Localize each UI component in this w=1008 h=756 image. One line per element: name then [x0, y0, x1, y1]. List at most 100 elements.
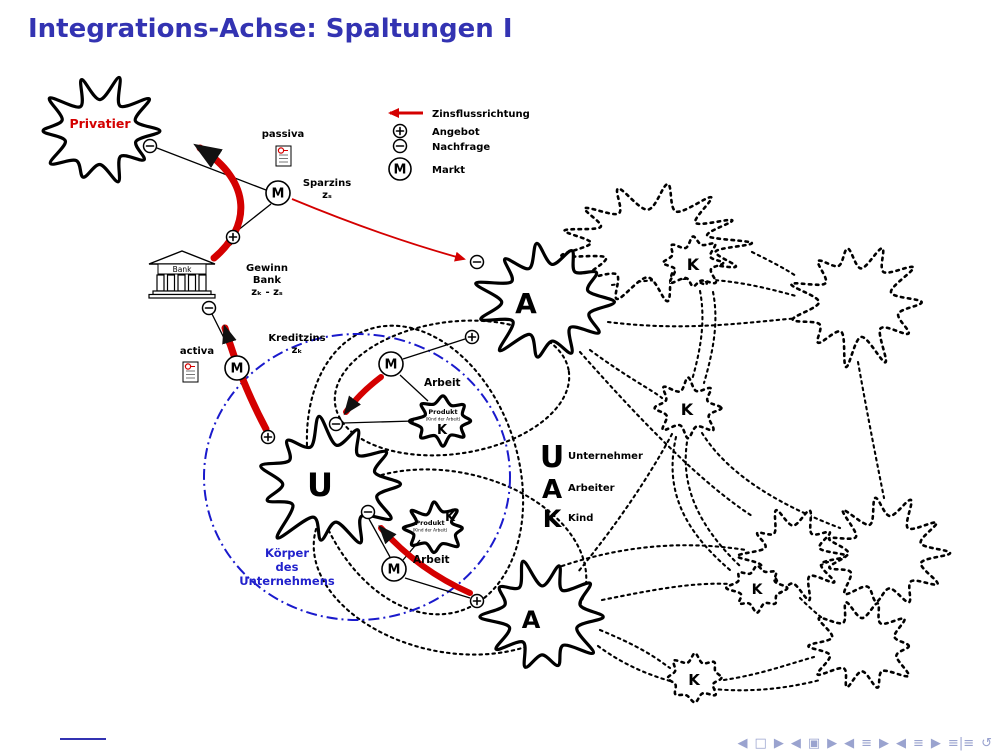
zinsfluss-label: Zinsflussrichtung	[432, 109, 530, 120]
nav-subsection-forward-icon[interactable]: ▶	[879, 736, 890, 751]
angebot-icon	[469, 593, 485, 609]
nav-return-icon[interactable]: ↺	[981, 736, 992, 751]
dotted-link	[610, 277, 798, 298]
zins-arrow-market-to-demand	[343, 374, 384, 416]
kind-letter: K	[752, 582, 764, 598]
dotted-link	[578, 350, 754, 518]
nav-subsection-back-icon[interactable]: ◀	[844, 736, 855, 751]
markt-circle-activa: M	[224, 355, 250, 381]
legend: Zinsflussrichtung Angebot Nachfrage M Ma…	[388, 108, 530, 181]
unternehmer-letter: U	[307, 466, 333, 504]
arbeit-label-top: Arbeit	[424, 377, 461, 389]
dotted-link	[684, 434, 742, 568]
produkt-sub: (Kind der Arbeit)	[426, 417, 461, 422]
legend-label-arbeiter: Arbeiter	[568, 483, 615, 494]
koerper-label-1: Körper	[265, 546, 309, 560]
dotted-link	[606, 316, 802, 328]
dotted-link	[560, 544, 748, 568]
zins-arrow-bank-to-privatier	[193, 143, 245, 262]
markt-circle-arbeit-bottom: M	[381, 556, 407, 582]
link	[402, 539, 421, 561]
angebot-icon	[225, 229, 241, 245]
markt-letter: M	[385, 358, 398, 373]
kind-letter: K	[687, 255, 700, 274]
nav-frame-back-icon[interactable]: ◀	[790, 736, 801, 751]
nachfrage-icon	[201, 300, 217, 316]
nav-slide-icon[interactable]: □	[754, 736, 767, 751]
activa-document-icon	[182, 361, 199, 383]
gewinn-label-3: zₖ - zₛ	[251, 287, 283, 298]
activa-label: activa	[180, 346, 214, 357]
nav-slide-forward-icon[interactable]: ▶	[773, 736, 784, 751]
company-boundary	[203, 333, 511, 621]
markt-circle-sparzins: M	[265, 180, 291, 206]
privatier-body	[41, 75, 162, 184]
markt-letter: M	[272, 187, 285, 202]
nachfrage-icon	[360, 504, 376, 520]
sparzins-sub: zₛ	[322, 190, 332, 201]
nav-appendix-icon[interactable]: ≡|≡	[947, 736, 975, 751]
dotted-body	[560, 182, 754, 303]
nav-subsection-icon[interactable]: ≡	[861, 736, 873, 751]
link	[156, 147, 267, 191]
sparzins-label: Sparzins	[303, 178, 351, 189]
link	[404, 577, 471, 599]
dotted-kind-body	[725, 564, 789, 614]
slide-title: Integrations-Achse: Spaltungen I	[28, 14, 513, 44]
nav-frame-icon[interactable]: ▣	[807, 736, 821, 751]
kind-letter: K	[681, 400, 694, 419]
dotted-bodies: K K K K	[560, 182, 952, 704]
dotted-link	[596, 644, 822, 692]
link	[402, 338, 466, 360]
dotted-link	[588, 348, 664, 400]
bank-label: Bank	[173, 265, 192, 274]
nachfrage-icon	[142, 138, 158, 154]
dotted-loop-upper	[333, 319, 571, 457]
angebot-label: Angebot	[432, 127, 480, 138]
nav-frame-forward-icon[interactable]: ▶	[827, 736, 838, 751]
koerper-label-3: Unternehmens	[239, 574, 335, 588]
link	[342, 420, 415, 424]
produkt-sub: (Kind der Arbeit)	[413, 528, 448, 533]
nav-section-forward-icon[interactable]: ▶	[930, 736, 941, 751]
kreditzins-label: Kreditzins	[268, 333, 325, 344]
nav-section-icon[interactable]: ≡	[913, 736, 924, 751]
kind-letter: K	[437, 423, 448, 438]
dotted-link	[700, 431, 842, 530]
dotted-link	[722, 655, 816, 682]
markt-circle-legend: M	[388, 157, 412, 181]
arbeiter-body-bottom	[478, 559, 605, 669]
produkt-label: Produkt	[428, 408, 457, 416]
diagram-labels: Privatier passiva Sparzins zₛ Gewinn Ban…	[69, 116, 540, 634]
legend-letter-u: U	[540, 440, 564, 475]
gewinn-label-2: Bank	[253, 275, 281, 286]
dotted-link	[598, 628, 672, 670]
dotted-link	[576, 432, 674, 574]
dotted-link	[750, 250, 798, 278]
markt-letter: M	[394, 163, 407, 178]
arbeiter-letter-top: A	[515, 287, 537, 320]
nav-section-back-icon[interactable]: ◀	[896, 736, 907, 751]
gewinn-label-1: Gewinn	[246, 263, 288, 274]
dotted-link	[798, 596, 838, 630]
angebot-icon	[464, 329, 480, 345]
produkt-label: Produkt	[415, 519, 444, 527]
bank-icon: Bank	[148, 250, 216, 299]
dotted-kind-body	[653, 376, 723, 440]
nachfrage-label: Nachfrage	[432, 142, 490, 153]
dotted-kind-body	[666, 651, 723, 704]
dotted-link	[671, 435, 732, 572]
legend-letter-k: K	[543, 505, 563, 533]
angebot-icon	[392, 123, 408, 139]
letter-legend: U Unternehmer A Arbeiter K Kind	[540, 440, 643, 533]
privatier-label: Privatier	[69, 116, 131, 131]
markt-letter: M	[388, 563, 401, 578]
dotted-body	[789, 247, 923, 369]
nav-slide-back-icon[interactable]: ◀	[737, 736, 748, 751]
kreditzins-sub: zₖ	[292, 345, 303, 356]
passiva-label: passiva	[262, 129, 305, 140]
zins-arrow-bottom	[378, 525, 473, 596]
arbeit-label-bottom: Arbeit	[413, 554, 450, 566]
markt-circle-arbeit-top: M	[378, 351, 404, 377]
